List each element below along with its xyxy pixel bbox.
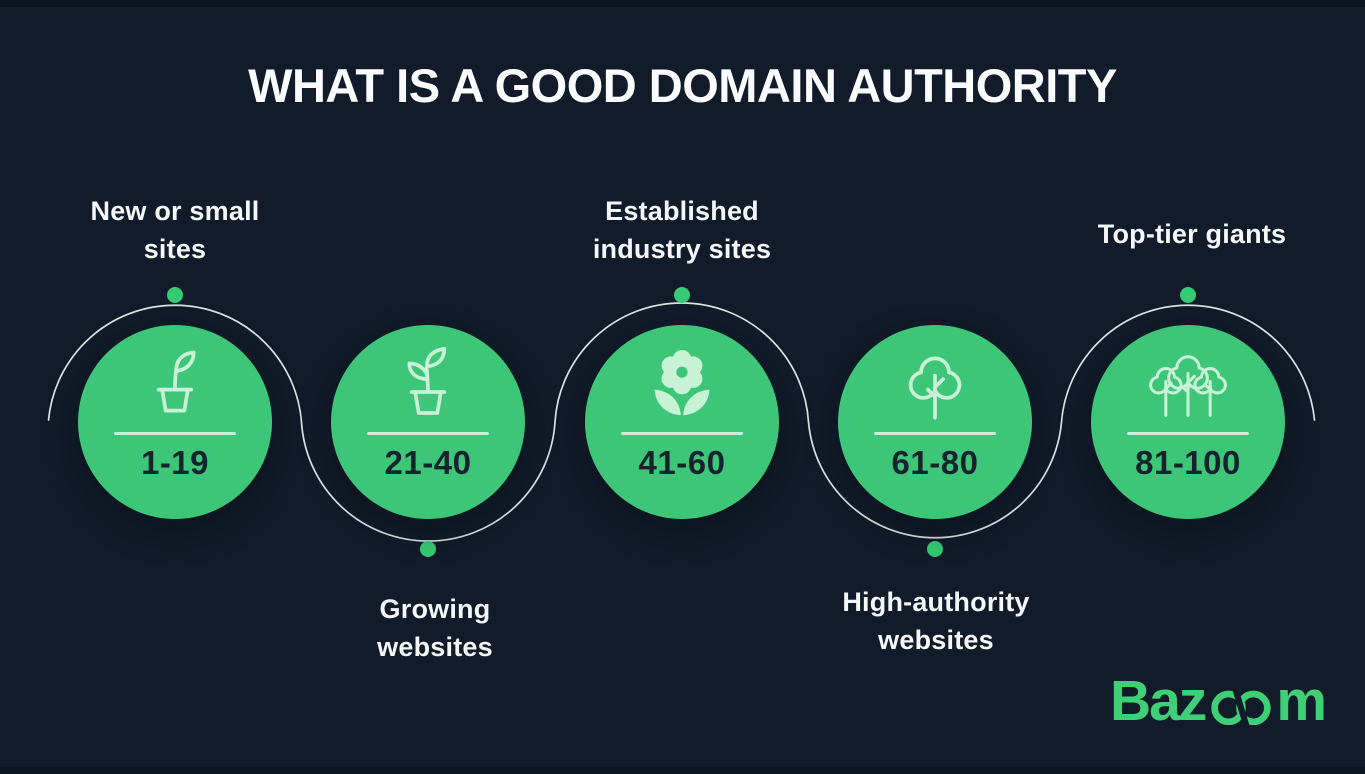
seedling-pot-icon (156, 350, 196, 413)
wave-node-dot (1180, 287, 1196, 303)
wave-node-dot (420, 541, 436, 557)
bazoom-logo: Baz m (1109, 669, 1327, 733)
stage-circle-21-40: 21-40 (331, 325, 525, 519)
logo-infinity-oo-icon (1211, 687, 1272, 728)
forest-icon (1149, 355, 1227, 417)
flower-icon (654, 350, 710, 416)
stage-label-line: sites (143, 234, 207, 264)
stage-label-line: websites (878, 625, 994, 655)
icon-underline (621, 432, 743, 435)
stage-circle-1-19: 1-19 (78, 325, 272, 519)
da-range-value: 41-60 (638, 444, 726, 481)
bottom-edge-strip (0, 767, 1365, 774)
stage-circle-61-80: 61-80 (838, 325, 1032, 519)
tree-icon (908, 356, 962, 420)
plant-pot-icon (407, 346, 447, 415)
da-range-value: 21-40 (384, 444, 472, 481)
stage-label-line: High-authority (842, 587, 1030, 617)
stage-circle-81-100: 81-100 (1091, 325, 1285, 519)
stage-label-line: websites (377, 632, 493, 662)
stage-label-line: industry sites (592, 234, 772, 264)
stage-label-line: Growing (379, 594, 491, 624)
page-title: WHAT IS A GOOD DOMAIN AUTHORITY (248, 59, 1117, 112)
top-edge-strip (0, 0, 1365, 7)
stage-label-line: New or small (90, 196, 260, 226)
stage-label-high-authority-websites: High-authority websites (756, 583, 1116, 659)
icon-underline (874, 432, 996, 435)
da-range-value: 1-19 (140, 444, 210, 481)
icon-underline (1127, 432, 1249, 435)
logo-text-prefix: Baz (1109, 669, 1207, 733)
da-range-value: 81-100 (1135, 444, 1241, 481)
icon-underline (114, 432, 236, 435)
wave-node-dot (674, 287, 690, 303)
logo-text-suffix: m (1276, 669, 1327, 733)
stage-label-line: Top-tier giants (1097, 219, 1287, 249)
stage-label-growing-websites: Growing websites (255, 590, 615, 666)
wave-node-dot (927, 541, 943, 557)
stage-label-top-tier-giants: Top-tier giants (1012, 215, 1365, 253)
stage-circle-41-60: 41-60 (585, 325, 779, 519)
stage-label-line: Established (605, 196, 759, 226)
icon-underline (367, 432, 489, 435)
wave-node-dot (167, 287, 183, 303)
stage-label-established-industry-sites: Established industry sites (502, 192, 862, 268)
da-range-value: 61-80 (891, 444, 979, 481)
stage-label-new-or-small-sites: New or small sites (0, 192, 355, 268)
